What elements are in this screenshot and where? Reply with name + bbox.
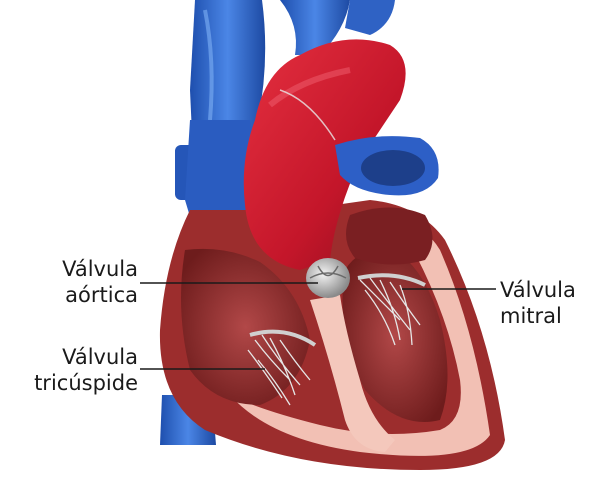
- mitral-label-line-2: mitral: [500, 303, 595, 329]
- tricuspid-label-line-2: tricúspide: [6, 370, 138, 396]
- aortic-label-line-2: aórtica: [20, 282, 138, 308]
- mitral-label: Válvula mitral: [500, 277, 595, 329]
- left-atrium: [346, 208, 433, 265]
- mitral-label-line-1: Válvula: [500, 277, 595, 303]
- aortic-label: Válvula aórtica: [20, 256, 138, 308]
- tricuspid-label-line-1: Válvula: [6, 344, 138, 370]
- pulmonary-artery-lumen: [361, 150, 425, 186]
- aortic-label-line-1: Válvula: [20, 256, 138, 282]
- aortic-valve: [306, 258, 350, 298]
- tricuspid-label: Válvula tricúspide: [6, 344, 138, 396]
